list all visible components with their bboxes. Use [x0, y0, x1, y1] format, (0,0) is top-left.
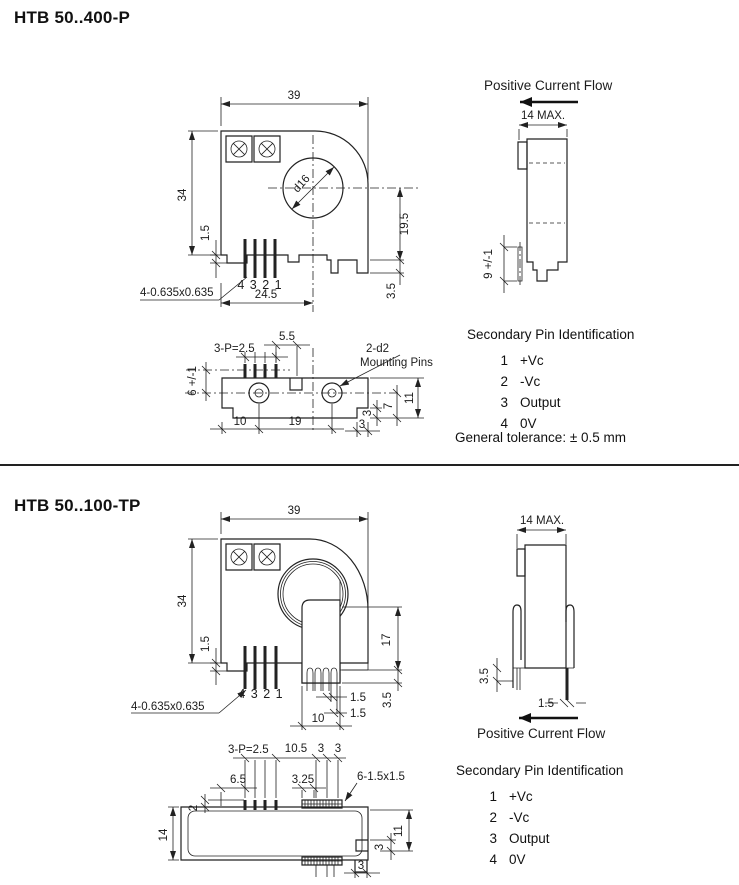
s1-dim-pins-width: 24.5 [255, 289, 277, 301]
pin-number: 4 [489, 852, 497, 867]
pin-label: 0V [520, 416, 537, 431]
s2-side-pin: 1.5 [538, 698, 554, 710]
s1-side-pin-length: 9 +/-1 [483, 249, 495, 279]
s1-dim-r11: 11 [404, 392, 416, 404]
s1-dim-step: 1.5 [200, 225, 212, 241]
s1-mount-label-1: 2-d2 [366, 343, 389, 355]
s2-front-view: 39 34 1.5 17 3.5 1.5 1.5 10 4 3 2 1 4-0.… [131, 505, 402, 730]
s2-pin-numbers: 4 3 2 1 [238, 687, 283, 701]
s1-dim-depth: 6 +/-1 [187, 366, 199, 396]
s2-dim-step: 1.5 [200, 636, 212, 652]
s2-dim-width: 39 [288, 505, 301, 517]
pin-number: 1 [489, 789, 497, 804]
s2-dim-325: 3.25 [292, 774, 314, 786]
s1-side-width: 14 MAX. [521, 110, 565, 122]
section2-title: HTB 50..100-TP [14, 496, 141, 515]
pin-label: +Vc [509, 789, 533, 804]
pin-label: -Vc [520, 374, 541, 389]
s2-dim-r3: 3 [374, 844, 386, 850]
pin-label: -Vc [509, 810, 530, 825]
s1-dim-width: 39 [288, 90, 301, 102]
pin-number: 2 [489, 810, 497, 825]
s2-side-width: 14 MAX. [520, 515, 564, 527]
s2-pin-cross-label: 4-0.635x0.635 [131, 701, 205, 713]
s1-pin-identification: Secondary Pin Identification 1 +Vc 2 -Vc 3… [467, 327, 634, 434]
s1-dim-foot: 3.5 [386, 283, 398, 299]
pin-label: Output [509, 831, 550, 846]
pin-row: 2 -Vc [488, 807, 623, 828]
s2-side-foot: 3.5 [479, 668, 491, 684]
s2-dim-105: 10.5 [285, 743, 307, 755]
pin-label: +Vc [520, 353, 544, 368]
s1-dim-r7: 7 [383, 403, 395, 409]
pin-number: 2 [500, 374, 508, 389]
s2-dim-15a: 1.5 [350, 692, 366, 704]
s2-dim-3b: 3 [335, 743, 341, 755]
s2-dim-right: 17 [381, 634, 393, 647]
s1-dim-19: 19 [289, 416, 302, 428]
s1-pin-id-title: Secondary Pin Identification [467, 327, 635, 342]
s1-flow-label: Positive Current Flow [484, 78, 613, 93]
s1-mount-label-2: Mounting Pins [360, 357, 433, 369]
s1-bottom-view: 5.5 3-P=2.5 2-d2 Mounting Pins 6 +/-1 10… [185, 331, 433, 437]
section-divider [0, 464, 739, 466]
s2-side-view: 14 MAX. 3.5 1.5 Positive Current Flow [477, 515, 606, 741]
s2-dim-14: 14 [158, 828, 170, 841]
pin-row: 2 -Vc [499, 371, 634, 392]
s2-dim-tab-width: 10 [312, 713, 325, 725]
s2-flow-label: Positive Current Flow [477, 726, 606, 741]
s2-dim-r11: 11 [393, 825, 405, 837]
general-tolerance: General tolerance: ± 0.5 mm [455, 430, 626, 445]
s2-dim-65: 6.5 [230, 774, 246, 786]
s2-pin-identification: Secondary Pin Identification 1 +Vc 2 -Vc 3… [456, 763, 623, 870]
s1-pin-numbers: 4 3 2 1 [237, 278, 282, 292]
pin-row: 4 0V [488, 849, 623, 870]
s1-front-view: 39 34 1.5 d16 19.5 3.5 24.5 4 3 2 1 4-0.… [140, 90, 420, 312]
s2-dim-pitch: 3-P=2.5 [228, 744, 269, 756]
pin-row: 3 Output [499, 392, 634, 413]
s1-dim-height: 34 [177, 188, 189, 201]
pin-label: Output [520, 395, 561, 410]
s2-slot-label: 6-1.5x1.5 [357, 771, 405, 783]
pin-number: 4 [500, 416, 508, 431]
s2-bottom-view: 3-P=2.5 10.5 3 3 6.5 3.25 6-1.5x1.5 2 14… [158, 743, 413, 878]
pin-row: 3 Output [488, 828, 623, 849]
s1-dim-slot: 5.5 [279, 331, 295, 343]
pin-label: 0V [509, 852, 526, 867]
s2-pin-id-title: Secondary Pin Identification [456, 763, 624, 778]
pin-number: 3 [489, 831, 497, 846]
pin-row: 4 0V [499, 413, 634, 434]
s2-dim-15b: 1.5 [350, 708, 366, 720]
s1-dim-right: 19.5 [399, 213, 411, 235]
section1-title: HTB 50..400-P [14, 8, 130, 27]
pin-number: 1 [500, 353, 508, 368]
s2-dim-height: 34 [177, 594, 189, 607]
s1-side-view: Positive Current Flow 14 MAX. 9 +/-1 [483, 78, 613, 293]
s2-dim-2: 2 [188, 805, 200, 811]
s1-dim-3-bottom: 3 [359, 419, 365, 431]
s1-dim-10: 10 [234, 416, 247, 428]
s1-pin-cross-label: 4-0.635x0.635 [140, 287, 214, 299]
pin-number: 3 [500, 395, 508, 410]
pin-row: 1 +Vc [488, 786, 623, 807]
s1-dim-r3: 3 [362, 410, 374, 416]
s2-dim-3a: 3 [318, 743, 324, 755]
s2-dim-foot: 3.5 [382, 692, 394, 708]
pin-row: 1 +Vc [499, 350, 634, 371]
s1-dim-pitch: 3-P=2.5 [214, 343, 255, 355]
s2-dim-b3: 3 [358, 860, 364, 872]
